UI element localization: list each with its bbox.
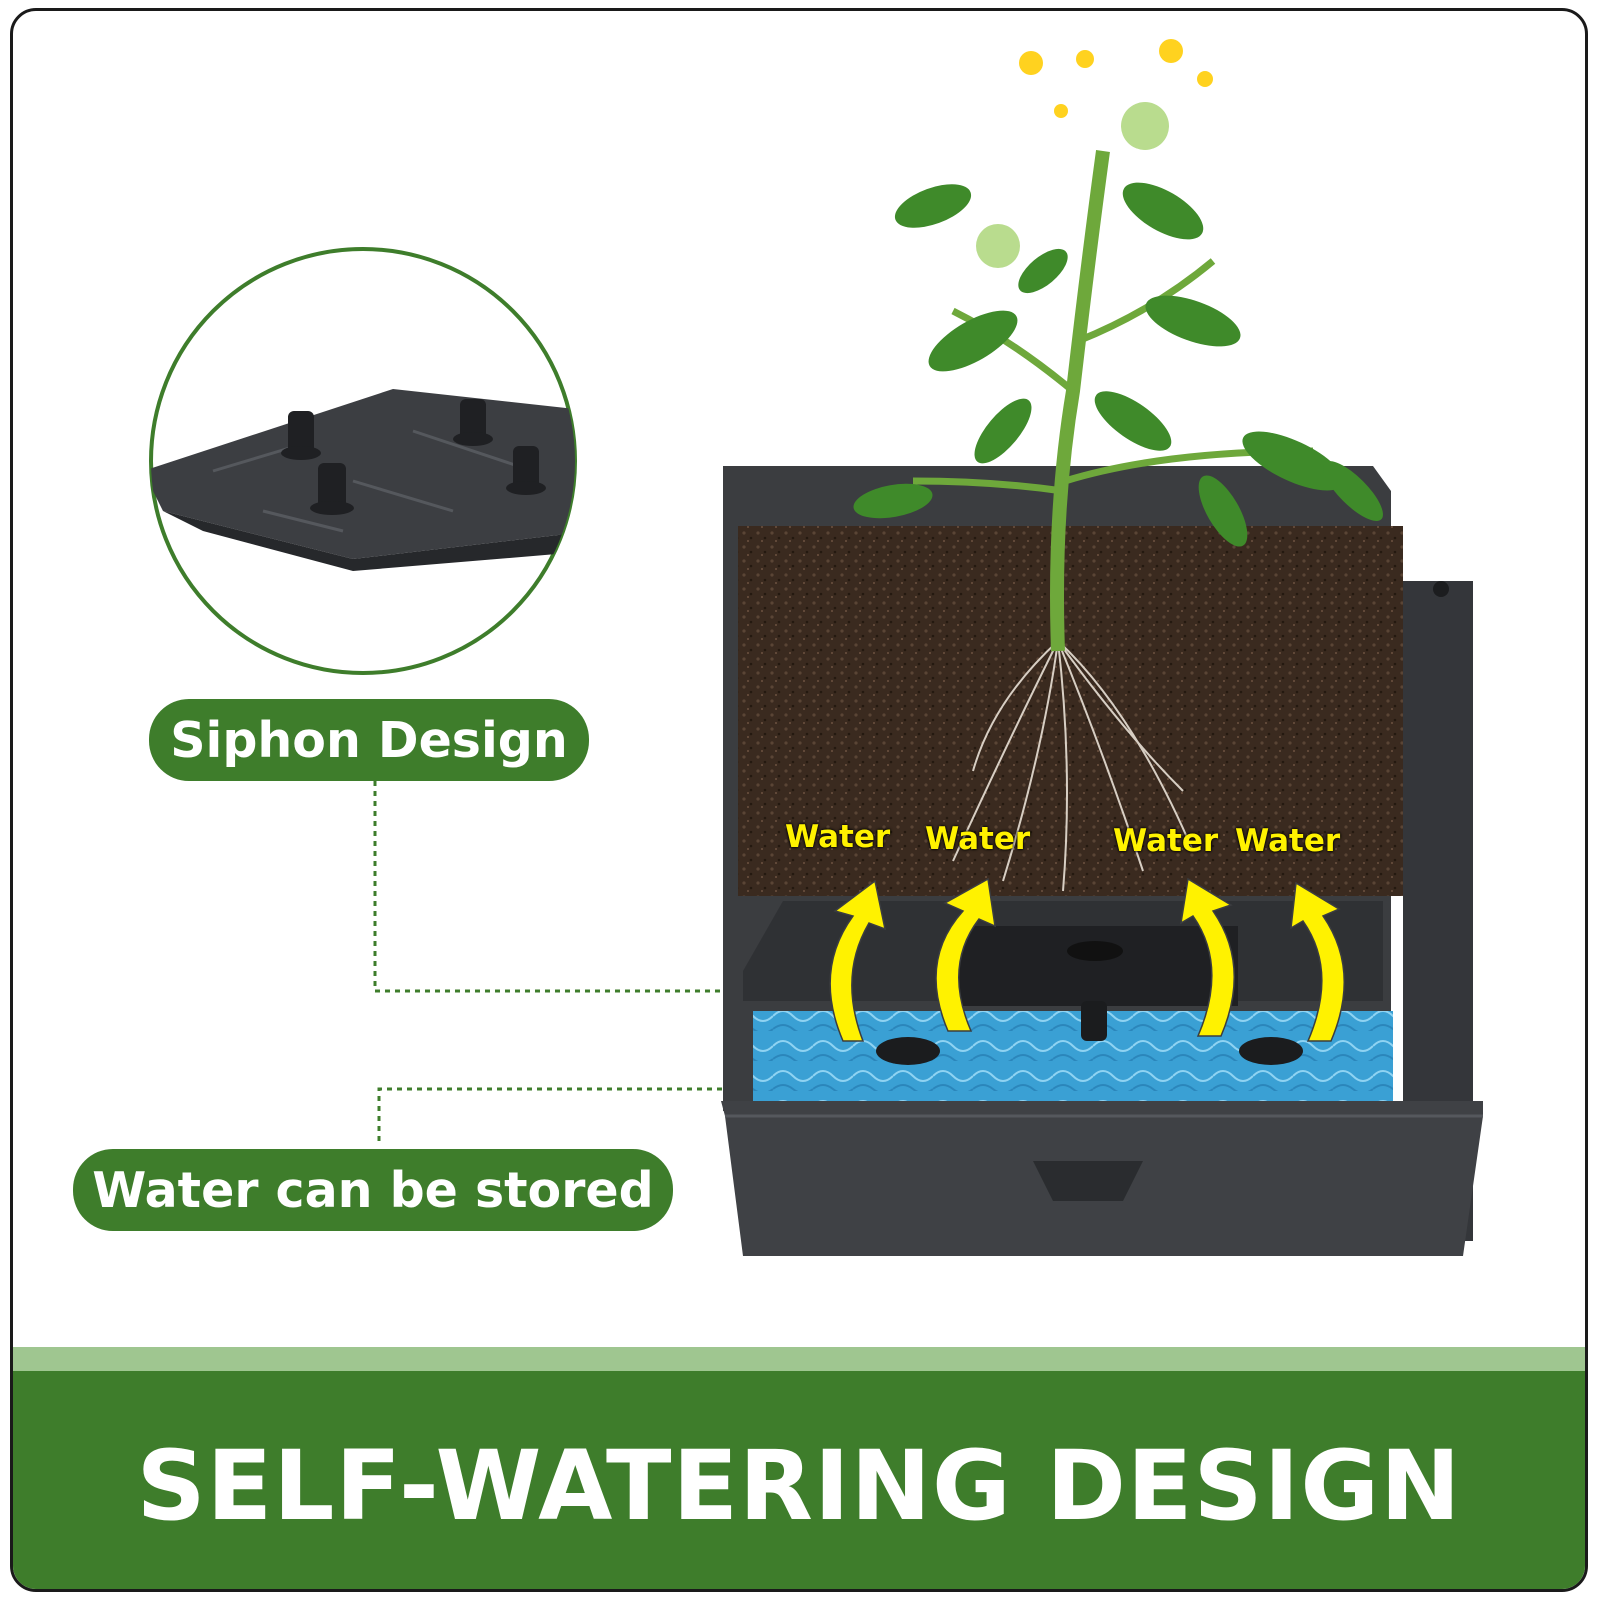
leader-lines xyxy=(373,781,793,1141)
up-arrow-icon xyxy=(1290,881,1345,1042)
siphon-design-callout: Siphon Design xyxy=(149,699,589,781)
planter-pot xyxy=(721,466,1483,1256)
planter-illustration xyxy=(149,39,1483,1256)
water-label: Water xyxy=(1113,823,1219,859)
up-arrow-icon xyxy=(829,879,887,1042)
up-arrow-icon xyxy=(1180,877,1235,1037)
tomato-plant xyxy=(853,39,1383,652)
banner-title: SELF-WATERING DESIGN xyxy=(136,1430,1462,1542)
water-label: Water xyxy=(1235,823,1341,859)
water-flow-arrows xyxy=(829,877,1345,1042)
bottom-banner: SELF-WATERING DESIGN xyxy=(13,1371,1585,1589)
green-tomato xyxy=(976,224,1020,268)
banner-accent-stripe xyxy=(13,1347,1585,1371)
water-storage-callout: Water can be stored xyxy=(73,1149,673,1231)
water-label: Water xyxy=(925,821,1031,857)
product-frame: Water Water Water Water Siphon Design Wa… xyxy=(10,8,1588,1592)
plant-roots xyxy=(952,640,1194,892)
siphon-plate-inset xyxy=(149,247,577,675)
green-tomato xyxy=(1121,102,1169,150)
water-label: Water xyxy=(785,819,891,855)
up-arrow-icon xyxy=(935,877,996,1032)
